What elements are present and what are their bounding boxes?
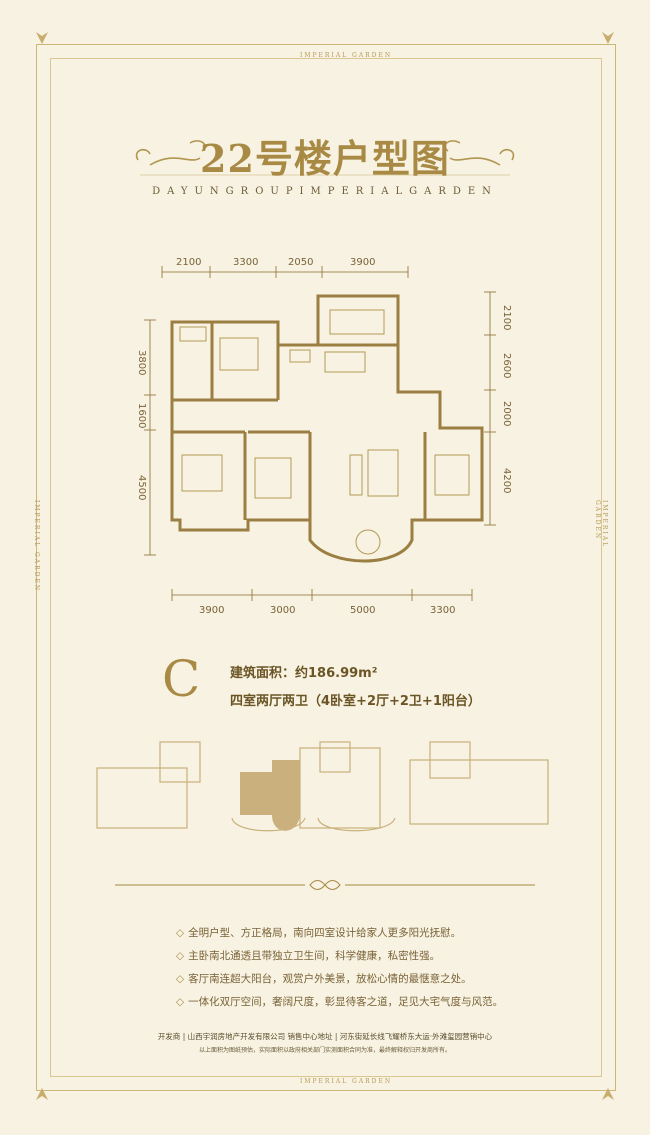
footer-disclaimer: 以上面积为图纸预估，实际面积以政府相关部门实测面积合同为准，最终解释权归开发商所… (198, 1047, 451, 1054)
feature-item: ◇一体化双厅空间，奢阔尺度，彰显待客之道，足见大宅气度与风范。 (176, 996, 504, 1008)
dim-right-1: 2100 (501, 305, 512, 331)
dim-bottom-4: 3300 (430, 605, 456, 616)
dim-right-2: 2600 (501, 353, 512, 379)
footer-developer-info: 开发商 | 山西宇润房地产开发有限公司 销售中心地址 | 河东街延长线飞耀桥东大… (157, 1032, 493, 1041)
dim-top-2: 3300 (233, 257, 259, 268)
ornament-icon (36, 1088, 48, 1100)
page-title-wrap: 22号楼户型图 (0, 128, 650, 183)
outer-frame (36, 44, 616, 1091)
feature-item: ◇客厅南连超大阳台，观赏户外美景，放松心情的最惬意之处。 (176, 973, 472, 985)
title-flourish-left (135, 140, 206, 166)
building-mini-plan (96, 741, 549, 832)
furniture (179, 309, 470, 555)
divider (115, 880, 535, 890)
edge-label-right: IMPERIAL GARDEN (594, 500, 608, 549)
dim-left-2: 1600 (136, 403, 147, 429)
feature-item: ◇主卧南北通透且带独立卫生间，科学健康，私密性强。 (176, 950, 441, 962)
unit-layout: 四室两厅两卫（4卧室+2厅+2卫+1阳台） (230, 694, 481, 709)
unit-area: 建筑面积：约186.99m² (230, 666, 378, 681)
dim-top-1: 2100 (176, 257, 202, 268)
ornament-icon (602, 32, 614, 44)
edge-label-left: IMPERIAL GARDEN (33, 500, 40, 593)
diamond-icon: ◇ (176, 996, 185, 1008)
edge-label-bottom: IMPERIAL GARDEN (300, 1078, 393, 1085)
diamond-icon: ◇ (176, 950, 185, 962)
floor-plan (170, 294, 484, 563)
dim-top-3: 2050 (288, 257, 314, 268)
dim-bottom-2: 3000 (270, 605, 296, 616)
ornament-icon (602, 1088, 614, 1100)
dim-bottom-3: 5000 (350, 605, 376, 616)
dim-left-3: 4500 (136, 475, 147, 501)
dim-top-4: 3900 (350, 257, 376, 268)
title-flourish-right (444, 140, 515, 166)
dim-right-4: 4200 (501, 468, 512, 494)
page-title: 22号楼户型图 (200, 136, 450, 181)
page-subtitle: DAYUNGROUPIMPERIALGARDEN (152, 186, 498, 197)
dim-right-3: 2000 (501, 401, 512, 427)
dim-bottom-1: 3900 (199, 605, 225, 616)
dim-left-1: 3800 (136, 350, 147, 376)
diamond-icon: ◇ (176, 927, 185, 939)
edge-label-top: IMPERIAL GARDEN (300, 52, 393, 59)
diamond-icon: ◇ (176, 973, 185, 985)
inner-frame (50, 58, 602, 1077)
dimension-lines (144, 266, 496, 601)
unit-type-letter: C (162, 650, 201, 708)
ornament-icon (36, 32, 48, 44)
feature-item: ◇全明户型、方正格局，南向四室设计给家人更多阳光抚慰。 (176, 927, 462, 939)
